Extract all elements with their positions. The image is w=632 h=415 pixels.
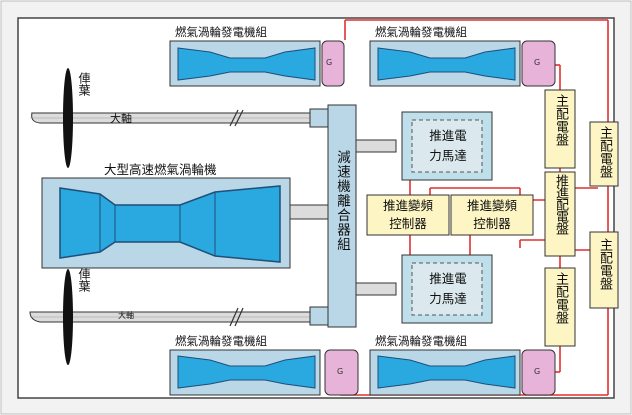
- generator-set-top-right: [369, 40, 556, 87]
- propulsion-motor-label-upper: 推進電 力馬達: [418, 126, 478, 166]
- generator-label-bottom-left: 燃氣渦輪發電機組: [175, 334, 267, 348]
- propulsion-motor-lower: [355, 254, 493, 324]
- generator-set-top-left: [169, 40, 345, 87]
- main-switchboard-right-upper-box: [589, 121, 619, 187]
- generator-label-top-right: 燃氣渦輪發電機組: [375, 25, 467, 39]
- lower-shaft: [29, 306, 329, 327]
- main-switchboard-label-right-upper: 主配電盤: [597, 126, 612, 178]
- main-switchboard-label-upper: 主配電盤: [553, 94, 568, 146]
- motor-lower-line2: 力馬達: [429, 291, 467, 306]
- propulsion-controller-left-box: [366, 194, 450, 236]
- generator-g-bottom-left: G: [337, 367, 344, 376]
- generator-g-bottom-right: G: [534, 367, 541, 376]
- controller-right-line1: 推進變頻: [466, 198, 517, 213]
- controller-left-line2: 控制器: [389, 216, 427, 231]
- motor-upper-line1: 推進電: [429, 128, 467, 143]
- controller-label-left: 推進變頻 控制器: [369, 197, 447, 233]
- main-switchboard-right-lower-box: [589, 231, 619, 309]
- shaft-label-lower: 大軸: [118, 311, 134, 320]
- generator-label-top-left: 燃氣渦輪發電機組: [175, 25, 267, 39]
- propeller-label-upper: 俥葉: [77, 72, 91, 96]
- generator-g-top-right: G: [534, 58, 541, 67]
- controller-label-right: 推進變頻 控制器: [453, 197, 531, 233]
- main-switchboard-lower-box: [544, 267, 576, 347]
- motor-upper-line2: 力馬達: [429, 148, 467, 163]
- controller-left-line1: 推進變頻: [382, 198, 433, 213]
- upper-propeller-icon: [63, 68, 73, 168]
- generator-set-bottom-left: [169, 349, 359, 396]
- main-switchboard-upper-box: [544, 89, 576, 169]
- controller-right-line2: 控制器: [473, 216, 511, 231]
- propeller-label-lower: 俥葉: [77, 268, 91, 292]
- reduction-clutch-label: 減速機離合器組: [334, 150, 350, 252]
- shaft-label-upper: 大軸: [110, 112, 132, 125]
- propulsion-switchboard-label: 推進配電盤: [553, 174, 568, 234]
- generator-set-bottom-right: [369, 349, 556, 396]
- generator-label-bottom-right: 燃氣渦輪發電機組: [375, 334, 467, 348]
- propulsion-switchboard-box: [544, 171, 576, 257]
- propulsion-motor-label-lower: 推進電 力馬達: [418, 269, 478, 309]
- main-turbine-label: 大型高速燃氣渦輪機: [104, 162, 217, 177]
- reduction-clutch-box: [327, 104, 357, 328]
- motor-lower-line1: 推進電: [429, 271, 467, 286]
- propulsion-motor-upper: [355, 111, 493, 181]
- upper-shaft: [30, 108, 329, 128]
- main-switchboard-label-right-lower: 主配電盤: [597, 238, 612, 290]
- propulsion-controller-right-box: [450, 194, 534, 236]
- lower-propeller-icon: [63, 269, 73, 365]
- main-gas-turbine: [41, 177, 329, 269]
- main-switchboard-label-lower: 主配電盤: [553, 272, 568, 324]
- generator-g-top-left: G: [326, 58, 333, 67]
